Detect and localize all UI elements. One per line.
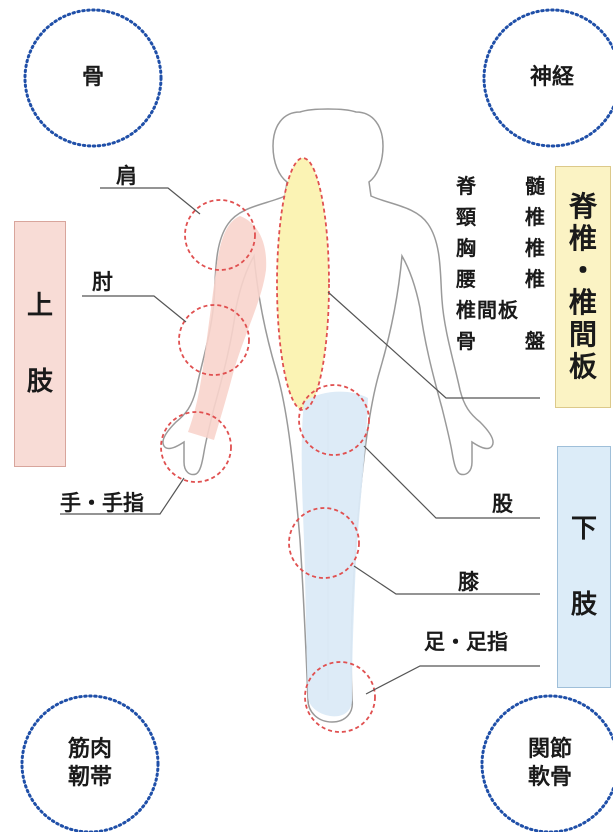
upper-limb-char-1: 上 <box>26 291 53 321</box>
upper-limb-char-2: 肢 <box>26 367 53 397</box>
spine-marker <box>276 157 330 411</box>
joint-cartilage-label: 関節 軟骨 <box>527 737 572 790</box>
shoulder-leader <box>100 187 201 215</box>
bone-circle <box>23 8 163 148</box>
spine-box-char-3: ・ <box>568 254 597 287</box>
knee-label: 膝 <box>458 570 479 594</box>
spine-item: 椎間板 <box>456 298 519 322</box>
shoulder-marker <box>184 199 256 271</box>
spine-region <box>277 158 329 410</box>
spine-box-char-5: 間 <box>568 318 597 351</box>
lower-limb-region <box>301 391 368 717</box>
knee-leader <box>353 565 540 595</box>
spine-leader <box>327 291 540 399</box>
knee-marker <box>288 507 360 579</box>
foot-marker <box>304 661 376 733</box>
elbow-leader <box>82 295 187 323</box>
upper-limb-region <box>188 216 267 440</box>
foot-label: 足・足指 <box>424 630 508 654</box>
upper-limb-box: 上 肢 <box>14 221 66 467</box>
foot-leader <box>365 665 540 695</box>
nerve-label: 神経 <box>529 65 574 90</box>
bone-label: 骨 <box>81 65 104 90</box>
hand-leader <box>60 477 185 515</box>
spine-box-char-4: 椎 <box>568 286 597 319</box>
lower-limb-char-1: 下 <box>570 514 597 544</box>
lower-limb-box: 下 肢 <box>557 446 611 688</box>
hip-marker <box>298 384 370 456</box>
spine-box: 脊 椎 ・ 椎 間 板 <box>555 166 611 408</box>
spine-items-list: 脊髄 頸椎 胸椎 腰椎 椎間板 骨盤 <box>456 171 546 357</box>
category-circles <box>20 8 613 832</box>
elbow-marker <box>178 304 250 376</box>
spine-item: 腰椎 <box>456 267 546 291</box>
muscle-ligament-label: 筋肉 靭帯 <box>67 737 112 790</box>
spine-item: 頸椎 <box>456 205 546 229</box>
joint-cartilage-circle <box>480 694 613 832</box>
elbow-label: 肘 <box>92 270 113 294</box>
leader-lines <box>60 187 540 695</box>
spine-item: 骨盤 <box>456 329 546 353</box>
hand-label: 手・手指 <box>60 491 144 515</box>
nerve-circle <box>482 8 613 148</box>
lower-limb-char-2: 肢 <box>570 590 597 620</box>
spine-box-char-2: 椎 <box>568 222 597 255</box>
spine-box-char-6: 板 <box>568 350 597 383</box>
spine-item: 胸椎 <box>456 236 546 260</box>
hip-label: 股 <box>492 492 513 516</box>
spine-item: 脊髄 <box>456 174 546 198</box>
muscle-ligament-circle <box>20 694 160 832</box>
shoulder-label: 肩 <box>116 164 137 188</box>
spine-box-char-1: 脊 <box>568 190 597 223</box>
hip-leader <box>363 445 540 519</box>
hand-marker <box>160 411 232 483</box>
joint-markers <box>160 157 376 733</box>
